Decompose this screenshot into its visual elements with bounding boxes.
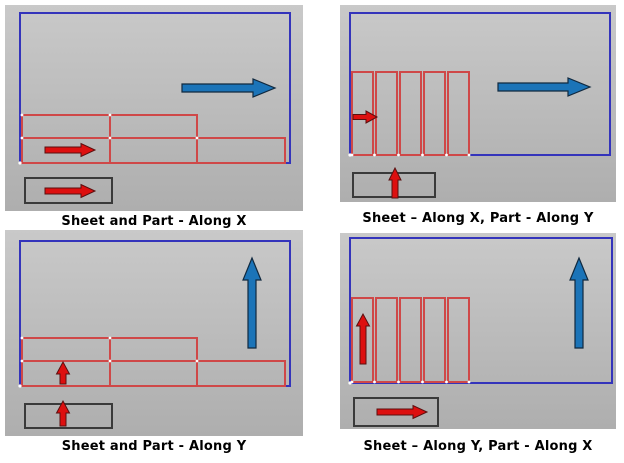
sheet-outline xyxy=(349,12,611,156)
legend-arrow-icon xyxy=(376,404,429,420)
part-rect xyxy=(375,71,398,156)
legend-box xyxy=(353,397,439,427)
part-direction-arrow-icon xyxy=(355,312,371,365)
part-rect xyxy=(21,337,111,362)
sheet-direction-arrow-icon xyxy=(497,77,592,97)
vertex-dot xyxy=(108,359,112,363)
part-rect xyxy=(196,360,286,387)
legend-box xyxy=(24,403,113,429)
part-rect xyxy=(351,71,374,156)
panel-caption: Sheet – Along X, Part - Along Y xyxy=(362,210,594,226)
sheet-direction-arrow-icon xyxy=(242,256,262,349)
vertex-dot xyxy=(348,153,352,157)
vertex-dot xyxy=(20,359,24,363)
diagram-sheet-along-x-part-along-y xyxy=(348,12,611,199)
part-rect xyxy=(21,114,111,139)
panel-sheet-along-y-part-along-x xyxy=(340,233,616,429)
vertex-dot xyxy=(421,380,424,384)
vertex-dot xyxy=(467,380,471,384)
part-rect xyxy=(375,297,398,383)
diagram-sheet-along-y-part-along-x xyxy=(348,237,613,427)
part-direction-arrow-icon xyxy=(352,110,379,124)
panel-sheet-part-along-x xyxy=(5,5,303,211)
part-rect xyxy=(399,297,422,383)
vertex-dot xyxy=(421,153,424,157)
vertex-dot xyxy=(18,384,22,388)
part-rect xyxy=(423,297,446,383)
panel-caption: Sheet and Part - Along X xyxy=(61,213,247,229)
vertex-dot xyxy=(373,380,376,384)
sheet-direction-arrow-icon xyxy=(181,78,277,98)
vertex-dot xyxy=(20,113,24,117)
panel-caption: Sheet – Along Y, Part - Along X xyxy=(363,438,593,454)
legend-arrow-icon xyxy=(44,183,97,199)
vertex-dot xyxy=(108,336,112,340)
vertex-dot xyxy=(18,161,22,165)
vertex-dot xyxy=(108,136,112,140)
part-rect xyxy=(109,137,198,164)
legend-arrow-icon xyxy=(55,399,71,427)
part-rect xyxy=(447,297,470,383)
vertex-dot xyxy=(350,153,354,157)
diagram-sheet-part-along-x xyxy=(18,12,291,204)
vertex-dot xyxy=(467,153,471,157)
panel-caption: Sheet and Part - Along Y xyxy=(61,438,247,454)
legend-arrow-icon xyxy=(388,166,402,199)
panel-sheet-along-x-part-along-y xyxy=(340,5,616,202)
diagram-sheet-part-along-y xyxy=(18,240,291,429)
vertex-dot xyxy=(397,380,400,384)
part-rect xyxy=(196,137,286,164)
vertex-dot xyxy=(445,153,448,157)
legend-box xyxy=(24,177,113,204)
panel-sheet-part-along-y xyxy=(5,230,303,436)
sheet-outline xyxy=(349,237,613,384)
part-rect xyxy=(109,337,198,362)
part-rect xyxy=(447,71,470,156)
vertex-dot xyxy=(397,153,400,157)
vertex-dot xyxy=(20,136,24,140)
sheet-direction-arrow-icon xyxy=(569,256,589,349)
vertex-dot xyxy=(350,380,354,384)
part-rect xyxy=(351,297,374,383)
part-rect xyxy=(109,114,198,139)
part-direction-arrow-icon xyxy=(44,142,97,158)
part-rect xyxy=(399,71,422,156)
part-direction-arrow-icon xyxy=(55,360,71,385)
vertex-dot xyxy=(108,113,112,117)
vertex-dot xyxy=(373,153,376,157)
part-rect xyxy=(423,71,446,156)
vertex-dot xyxy=(445,380,448,384)
vertex-dot xyxy=(195,136,199,140)
vertex-dot xyxy=(20,336,24,340)
vertex-dot xyxy=(195,359,199,363)
part-rect xyxy=(109,360,198,387)
